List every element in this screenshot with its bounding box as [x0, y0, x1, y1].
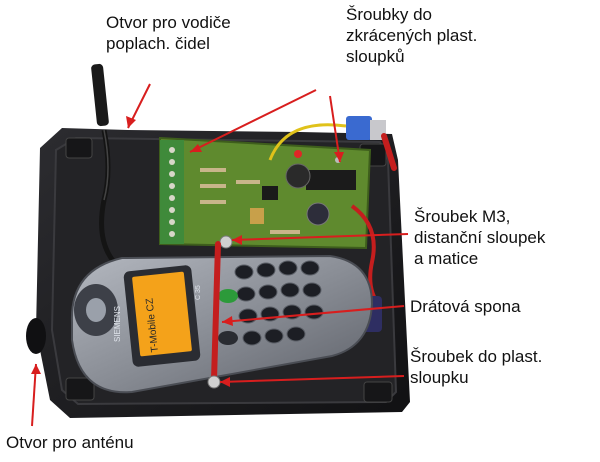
capacitor [306, 202, 330, 226]
annotation-arrows [31, 83, 409, 427]
phone-model-text: C 35 [195, 285, 202, 300]
toggle-switch [268, 116, 397, 171]
label-antenna-hole: Otvor pro anténu [6, 433, 134, 452]
phone-display [132, 271, 192, 357]
antenna-hole-plug [26, 318, 46, 354]
plastic-screw-head [207, 375, 221, 389]
label-m3-screw: Šroubek M3, distanční sloupek a matice [414, 207, 546, 268]
arrow-plastic-screw [219, 375, 405, 383]
arrow-screw-left [189, 89, 317, 153]
label-wire-hole: Otvor pro vodiče poplach. čidel [106, 13, 231, 53]
arrow-antenna-hole [31, 363, 37, 427]
phone-brand-text: SIEMENS [113, 306, 122, 342]
led-red [294, 150, 302, 158]
label-short-screws: Šroubky do zkrácených plast. sloupků [346, 5, 478, 66]
mobile-phone: SIEMENS T-Mobile CZ C 35 [70, 254, 374, 394]
sensor-cable [91, 63, 116, 264]
arrow-wire-clip [221, 305, 405, 323]
wire-clip [207, 241, 221, 389]
label-wire-clip: Drátová spona [410, 297, 521, 316]
terminal-block [160, 140, 184, 244]
arrow-m3-screw [231, 233, 409, 241]
phone-keypad [234, 260, 324, 346]
arrow-heads [31, 116, 344, 387]
m3-screw-head [219, 235, 233, 249]
ic-chip [306, 170, 356, 190]
red-wire [350, 204, 382, 308]
label-plastic-screw: Šroubek do plast. sloupku [410, 347, 543, 387]
capacitor [285, 163, 311, 189]
circuit-board [159, 136, 372, 250]
trimmer [250, 208, 264, 224]
arrow-screw-right [329, 95, 341, 163]
